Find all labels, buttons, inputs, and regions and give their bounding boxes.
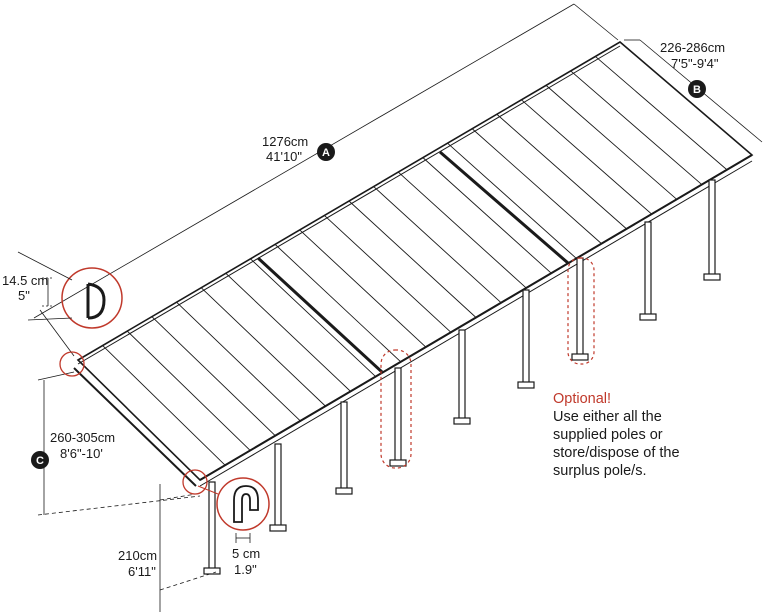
post-width-metric: 5 cm xyxy=(232,546,260,561)
height-metric: 260-305cm xyxy=(50,430,115,445)
roof-panel-line xyxy=(250,258,376,377)
note-line-4: surplus pole/s. xyxy=(553,463,647,479)
post-footing xyxy=(639,313,657,321)
note-line-1: Use either all the xyxy=(553,409,662,425)
roof-panel-line xyxy=(496,113,627,230)
optional-pole-callouts xyxy=(380,257,595,469)
dimension-post-height xyxy=(159,484,217,612)
badge-a: A xyxy=(317,143,335,161)
gutter-detail xyxy=(17,251,123,329)
badge-c: C xyxy=(31,451,49,469)
post-footing xyxy=(703,273,721,281)
post-footing xyxy=(335,487,353,495)
support-post xyxy=(522,289,530,385)
post-footing xyxy=(453,417,471,425)
gutter-imperial: 5" xyxy=(18,288,30,303)
post-footing xyxy=(517,381,535,389)
post-footing xyxy=(571,353,589,361)
support-post xyxy=(644,221,652,317)
roof-panel-line xyxy=(274,244,402,363)
roof-joint-2 xyxy=(439,150,569,265)
note-line-2: supplied poles or xyxy=(553,427,663,443)
roof-panel-line xyxy=(299,229,427,348)
support-post xyxy=(394,367,402,463)
svg-text:A: A xyxy=(322,147,330,159)
roof-panel-line xyxy=(570,70,703,185)
roof-panel-line xyxy=(471,128,602,244)
support-post xyxy=(458,329,466,421)
width-imperial: 7'5"-9'4" xyxy=(671,56,719,71)
width-metric: 226-286cm xyxy=(660,40,725,55)
roof-panel-line xyxy=(447,142,577,259)
roof-panel-line xyxy=(422,157,552,274)
roof-joint-1 xyxy=(256,256,384,374)
support-post xyxy=(708,179,716,277)
length-metric: 1276cm xyxy=(262,134,308,149)
support-post xyxy=(208,481,216,571)
badge-b: B xyxy=(688,80,706,98)
optional-pole-callout-1 xyxy=(380,349,412,469)
roof-panel-line xyxy=(545,85,678,200)
post-profile-icon xyxy=(233,485,259,523)
post-height-imperial: 6'11" xyxy=(128,564,156,579)
roof-panel-line xyxy=(102,345,226,466)
length-imperial: 41'10" xyxy=(266,149,302,164)
dimension-length xyxy=(33,3,619,357)
roof-panel-line xyxy=(397,171,527,289)
roof-panel-line xyxy=(126,330,251,451)
roof-panels xyxy=(102,56,728,466)
note-line-3: store/dispose of the xyxy=(553,445,680,461)
roof xyxy=(73,41,754,487)
roof-panel-line xyxy=(225,272,351,392)
roof-panel-line xyxy=(348,200,477,318)
post-footing xyxy=(203,567,221,575)
front-beam xyxy=(73,367,197,487)
roof-panel-line xyxy=(324,215,452,333)
roof-panel-line xyxy=(200,287,326,407)
dimension-height xyxy=(37,371,201,516)
support-post xyxy=(274,443,282,528)
support-post xyxy=(340,401,348,491)
post-width-imperial: 1.9" xyxy=(234,562,257,577)
post-footing xyxy=(389,459,407,467)
roof-panel-line xyxy=(151,316,276,437)
post-height-metric: 210cm xyxy=(118,548,157,563)
support-post xyxy=(576,257,584,357)
roof-panel-line xyxy=(373,186,502,304)
roof-panel-line xyxy=(176,301,301,422)
support-posts xyxy=(203,179,721,575)
post-profile-detail xyxy=(197,477,270,543)
svg-text:B: B xyxy=(693,84,701,96)
roof-panel-line xyxy=(595,56,728,171)
corner-callout-front xyxy=(182,469,208,495)
svg-text:C: C xyxy=(36,455,44,467)
note-heading: Optional! xyxy=(553,391,611,407)
optional-pole-callout-2 xyxy=(567,257,595,365)
height-imperial: 8'6"-10' xyxy=(60,446,103,461)
gutter-metric: 14.5 cm xyxy=(2,273,48,288)
roof-panel-line xyxy=(521,99,652,215)
corner-callout-back xyxy=(59,351,85,377)
post-footing xyxy=(269,524,287,532)
gutter-profile-icon xyxy=(86,282,106,320)
